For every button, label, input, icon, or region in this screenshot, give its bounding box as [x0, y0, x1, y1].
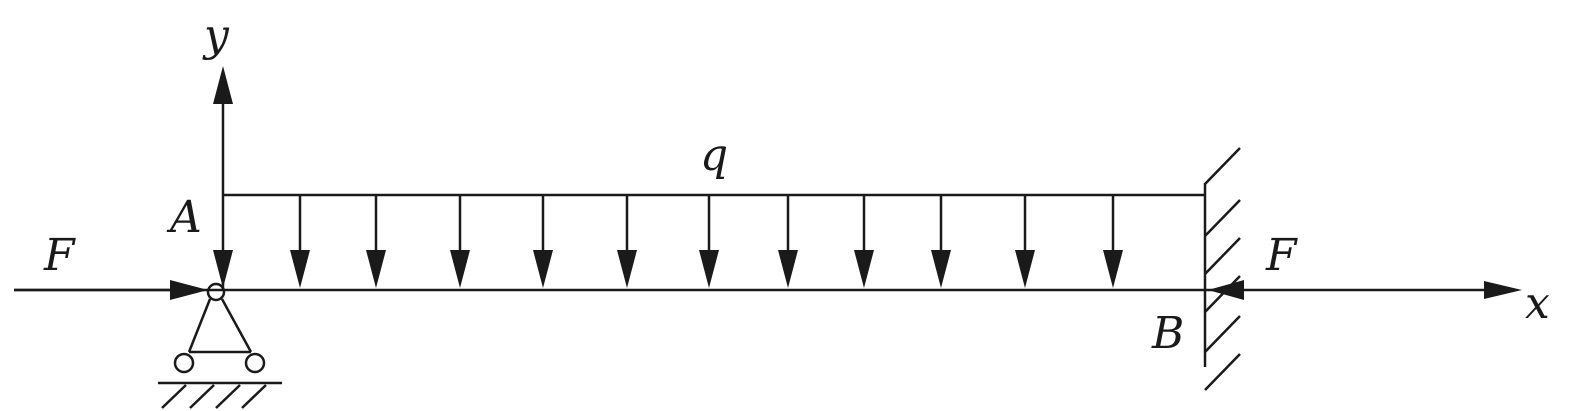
ground-hatching [161, 384, 267, 409]
wall-hatch-line [1204, 315, 1241, 353]
load-arrow-head [854, 250, 874, 288]
x-axis-label: x [1525, 278, 1550, 329]
point-a-label: A [170, 192, 202, 243]
load-arrow-head [366, 250, 386, 288]
roller-right [244, 352, 266, 374]
point-b-label: B [1152, 308, 1185, 359]
load-arrow-head [290, 250, 310, 288]
ground-hatch-line [161, 384, 187, 409]
wall-hatching [1204, 147, 1241, 391]
load-arrow-head [1015, 250, 1035, 288]
x-axis-arrowhead [1484, 281, 1522, 299]
y-axis-arrowhead [213, 66, 233, 104]
ground-hatch-line [189, 384, 215, 409]
left-force-label: F [44, 230, 75, 281]
load-arrow-head [617, 250, 637, 288]
pin-joint [206, 282, 226, 302]
support-right-leg [220, 298, 253, 353]
load-arrow-head [931, 250, 951, 288]
wall-hatch-line [1204, 199, 1241, 237]
load-arrow-head [1103, 250, 1123, 288]
wall-hatch-line [1204, 353, 1241, 391]
roller-left [173, 352, 195, 374]
load-arrow-head [213, 250, 233, 288]
right-force-label: F [1266, 230, 1297, 281]
load-arrow-head [778, 250, 798, 288]
pin-roller-support [158, 282, 282, 409]
support-left-leg [187, 298, 212, 353]
load-arrow-head [699, 250, 719, 288]
wall-hatch-line [1204, 147, 1241, 185]
fixed-wall-support [1203, 147, 1241, 391]
ground-hatch-line [241, 384, 267, 409]
left-force-arrowhead [170, 280, 208, 300]
y-axis-label: y [204, 10, 229, 61]
load-arrow-head [450, 250, 470, 288]
distributed-load-arrows [213, 195, 1123, 288]
ground-hatch-line [215, 384, 241, 409]
load-arrow-head [533, 250, 553, 288]
distributed-load-label: q [700, 130, 729, 181]
wall-hatch-line [1204, 275, 1241, 313]
wall-hatch-line [1204, 237, 1241, 275]
